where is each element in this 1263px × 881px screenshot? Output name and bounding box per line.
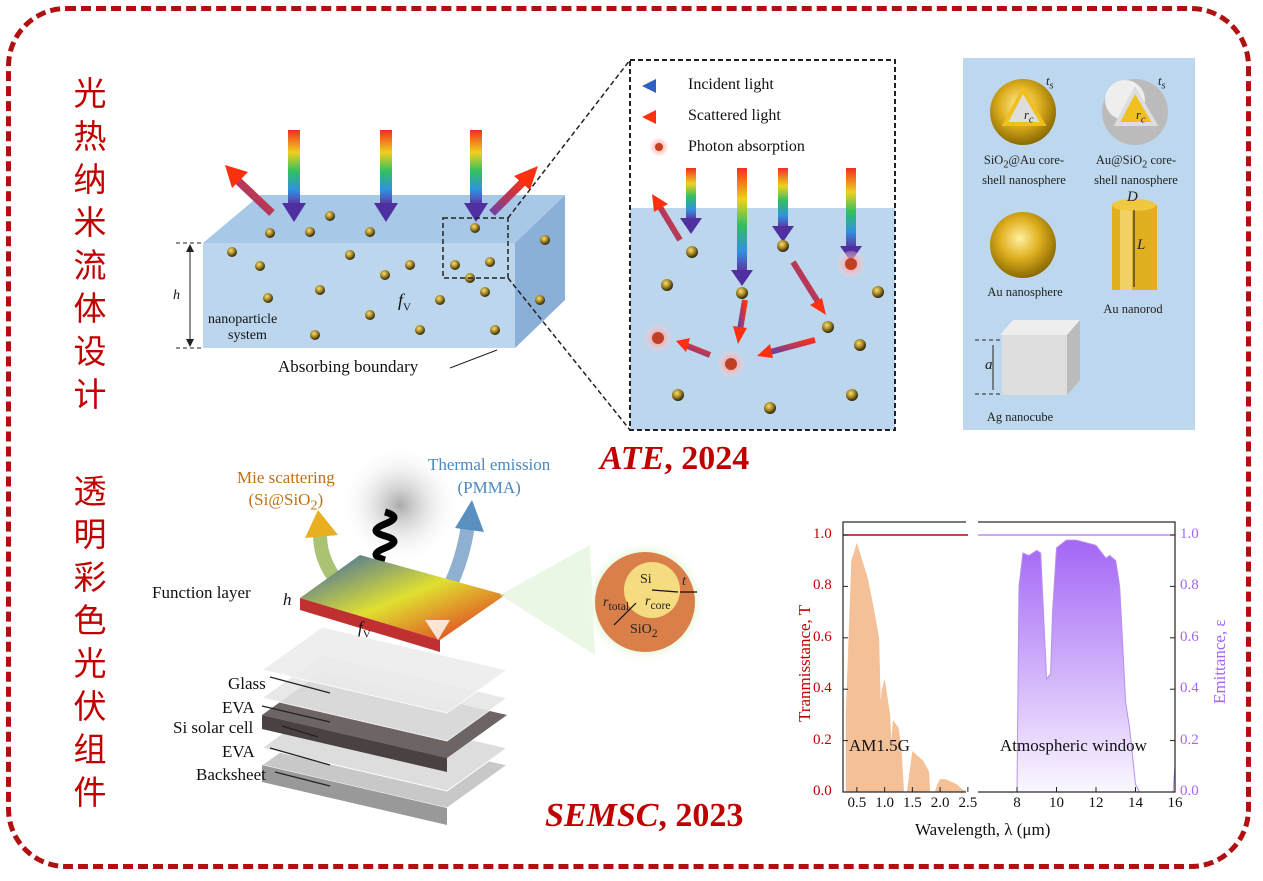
function-layer xyxy=(300,555,505,640)
absorbing-particles xyxy=(645,251,864,377)
layer-glass: Glass xyxy=(228,674,266,693)
shell-thickness-label-2: ts xyxy=(1158,74,1166,92)
y-tick-label-right: 0.6 xyxy=(1180,628,1199,645)
y-tick-label-left: 0.6 xyxy=(813,628,832,645)
x-tick-label: 1.0 xyxy=(875,795,894,811)
layer-si-solar-cell: Si solar cell xyxy=(173,718,254,737)
y-tick-label-right: 0.8 xyxy=(1180,577,1199,594)
y-tick-label-right: 0.4 xyxy=(1180,680,1199,697)
thermal-emission-label: Thermal emission(PMMA) xyxy=(428,455,551,497)
x-axis-label: Wavelength, λ (μm) xyxy=(915,820,1051,839)
layer-eva-bottom: EVA xyxy=(222,742,255,761)
pv-volume-fraction-label: fV xyxy=(358,618,371,641)
x-tick-label: 12 xyxy=(1088,795,1104,811)
core-radius-label: rc xyxy=(1024,108,1034,126)
au-sio2-label: Au@SiO2 core-shell nanosphere xyxy=(1094,153,1178,187)
plot-frame xyxy=(842,521,1176,793)
shell-t-label: t xyxy=(682,574,686,589)
zoom-panel xyxy=(629,59,896,431)
au-nanosphere-label: Au nanosphere xyxy=(987,285,1063,299)
shell-thickness-label: ts xyxy=(1046,74,1054,92)
legend-incident-light: Incident light xyxy=(688,76,774,93)
box-side xyxy=(515,195,565,348)
y-axis-left-label: Tranmisstance, T xyxy=(795,604,814,722)
zoom-box xyxy=(442,217,509,279)
x-tick-label: 2.0 xyxy=(930,795,950,811)
cube-edge-label: a xyxy=(985,357,993,373)
sio2-au-label: SiO2@Au core-shell nanosphere xyxy=(982,153,1066,187)
legend-photon-absorption: Photon absorption xyxy=(688,138,805,155)
y-tick-label-right: 0.2 xyxy=(1180,731,1199,748)
x-tick-label: 0.5 xyxy=(847,795,867,811)
incident-arrows-top xyxy=(225,130,538,222)
function-layer-label: Function layer xyxy=(152,583,251,602)
x-tick-label: 14 xyxy=(1128,795,1143,811)
height-label: h xyxy=(173,288,180,303)
rod-diameter-label: D xyxy=(1127,189,1138,205)
layer-thickness-label: h xyxy=(283,590,292,609)
x-tick-label: 8 xyxy=(1013,795,1021,811)
axis-break-bottom xyxy=(966,788,978,796)
shell-sio2-label: SiO2 xyxy=(630,622,658,640)
y-tick-label-left: 1.0 xyxy=(813,526,832,542)
mie-scattering-label: Mie scattering(Si@SiO2) xyxy=(237,468,335,514)
volume-fraction-label: fV xyxy=(398,290,411,314)
r-core-label: rcore xyxy=(645,594,671,612)
axis-break-top xyxy=(966,518,978,526)
layer-eva-top: EVA xyxy=(222,698,255,717)
ref-semsc-2023: SEMSC, 2023 xyxy=(545,797,744,834)
y-tick-label-right: 0.0 xyxy=(1180,783,1199,799)
ref-ate-2024: ATE, 2024 xyxy=(600,440,750,477)
legend-scattered-light: Scattered light xyxy=(688,107,781,124)
system-label-line1: nanoparticle xyxy=(208,312,278,327)
layer-backsheet: Backsheet xyxy=(196,765,266,784)
core-radius-label-2: rc xyxy=(1136,108,1146,126)
title-transparent-pv: 透明彩色光伏组件 xyxy=(73,472,107,812)
y-tick-label-left: 0.2 xyxy=(813,731,832,748)
y-tick-label-left: 0.4 xyxy=(813,680,832,697)
core-si-label: Si xyxy=(640,572,652,587)
box-front xyxy=(203,243,515,348)
absorbing-boundary-label: Absorbing boundary xyxy=(278,357,419,376)
au-nanorod-label: Au nanorod xyxy=(1103,302,1163,316)
y-tick-label-right: 1.0 xyxy=(1180,526,1199,542)
x-tick-label: 10 xyxy=(1049,795,1064,811)
x-tick-label: 16 xyxy=(1167,795,1183,811)
dashed-frame xyxy=(6,6,1251,869)
am15g-area xyxy=(845,542,968,792)
title-photothermal-nanofluid: 光热纳米流体设计 xyxy=(73,74,107,414)
x-tick-label: 1.5 xyxy=(903,795,922,811)
nanoparticles xyxy=(227,211,550,340)
y-tick-label-left: 0.0 xyxy=(813,783,832,799)
spectrum-chart xyxy=(842,518,1176,796)
system-label-line2: system xyxy=(228,328,267,343)
r-total-label: rtotal xyxy=(603,595,630,613)
y-tick-label-left: 0.8 xyxy=(813,577,832,594)
x-tick-label: 2.5 xyxy=(958,795,978,811)
annotation-am15g: AM1.5G xyxy=(849,736,910,755)
y-axis-right-label: Emittance, ε xyxy=(1210,619,1229,704)
annotation-atmospheric-window: Atmospheric window xyxy=(1000,736,1147,755)
rod-length-label: L xyxy=(1137,237,1146,253)
ag-nanocube-label: Ag nanocube xyxy=(986,410,1054,424)
